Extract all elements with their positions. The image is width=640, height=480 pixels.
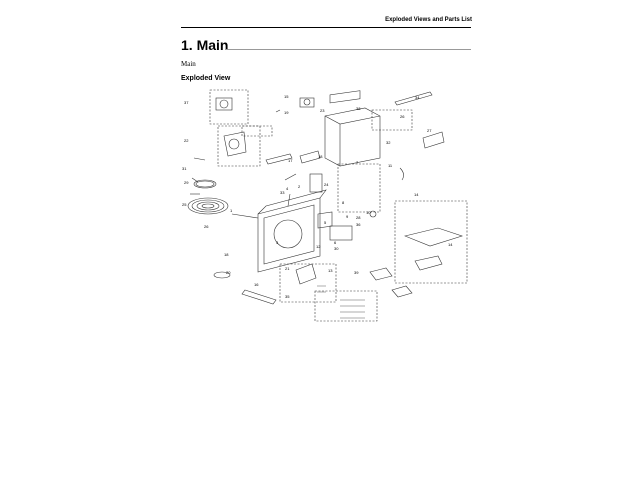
callout-19: 19 [284, 110, 289, 115]
callout-29: 29 [184, 180, 189, 185]
callout-9: 9 [346, 214, 349, 219]
callout-16: 16 [254, 282, 259, 287]
section-sub-label: Main [181, 60, 196, 68]
callout-23: 23 [320, 108, 325, 113]
callout-3: 3 [276, 240, 279, 245]
callout-22: 22 [184, 138, 189, 143]
callout-27: 27 [427, 128, 432, 133]
callout-14: 14 [414, 192, 419, 197]
callout-7: 7 [356, 160, 359, 165]
exploded-view-diagram: 37 22 31 29 25 26 18 20 16 15 19 17 18 2… [180, 86, 470, 326]
group-box-23 [241, 125, 273, 137]
callout-11: 11 [388, 163, 393, 168]
callout-18-b: 18 [318, 154, 323, 159]
callout-4: 4 [286, 186, 289, 191]
callout-1: 1 [230, 208, 233, 213]
callout-10: 10 [366, 210, 371, 215]
callout-15: 15 [284, 94, 289, 99]
page-header-title: Exploded Views and Parts List [385, 17, 472, 23]
group-box-35 [314, 290, 378, 322]
section-title: 1. Main [181, 37, 229, 53]
callout-37: 37 [184, 100, 189, 105]
group-box-14 [394, 200, 468, 284]
callout-33: 33 [280, 190, 285, 195]
exploded-view-heading: Exploded View [181, 75, 231, 82]
section-divider [225, 49, 471, 50]
callout-28: 28 [356, 215, 361, 220]
callout-17: 17 [288, 158, 293, 163]
callout-32: 32 [386, 140, 391, 145]
callout-38: 38 [356, 106, 361, 111]
callout-21: 21 [285, 266, 290, 271]
callout-14-b: 14 [448, 242, 453, 247]
callout-13: 13 [328, 268, 333, 273]
group-box-26 [371, 109, 413, 131]
callout-12: 12 [316, 244, 321, 249]
callout-36: 36 [356, 222, 361, 227]
callout-31: 31 [182, 166, 187, 171]
group-box-37 [209, 89, 249, 125]
callout-39: 39 [354, 270, 359, 275]
callout-18: 18 [224, 252, 229, 257]
callout-26: 26 [204, 224, 209, 229]
callout-35: 35 [285, 294, 290, 299]
callout-2: 2 [298, 184, 301, 189]
callout-6: 6 [334, 240, 337, 245]
group-box-13 [279, 263, 337, 303]
callout-25: 25 [182, 202, 187, 207]
callout-30: 30 [334, 246, 339, 251]
callout-34: 34 [415, 95, 420, 100]
header-divider [181, 27, 471, 28]
callout-8: 8 [342, 200, 345, 205]
callout-20: 20 [226, 270, 231, 275]
callout-5: 5 [324, 220, 327, 225]
callout-26-b: 26 [400, 114, 405, 119]
group-box-22 [217, 125, 261, 167]
callout-24: 24 [324, 182, 329, 187]
group-box-7 [337, 163, 381, 213]
exploded-view-drawing: 37 22 31 29 25 26 18 20 16 15 19 17 18 2… [182, 89, 468, 322]
